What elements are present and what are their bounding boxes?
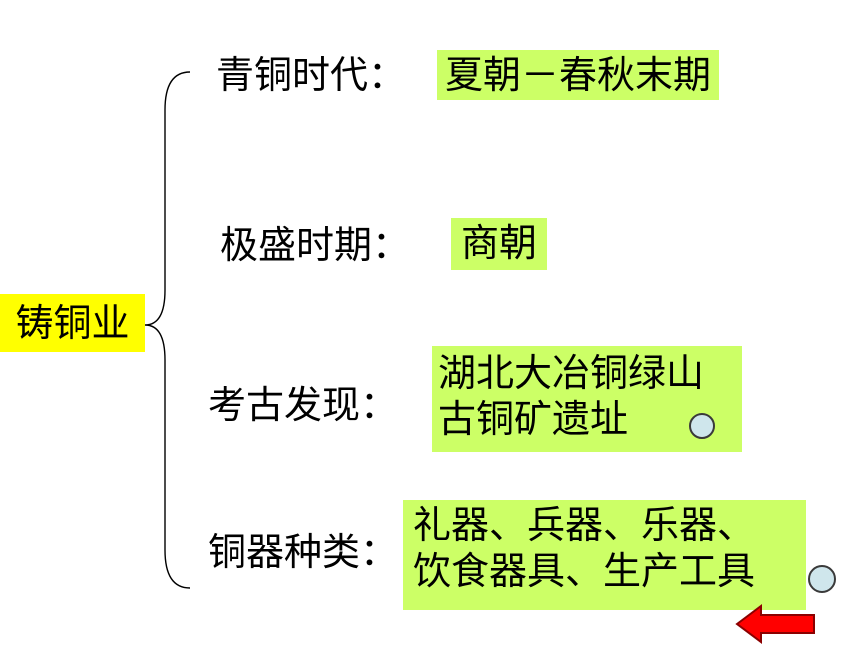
- branch-label-archaeology: 考古发现：: [208, 383, 399, 427]
- branch-label-bronze-types: 铜器种类：: [208, 530, 399, 574]
- branch-label-bronze-age: 青铜时代：: [216, 53, 407, 97]
- value-line: 湖北大冶铜绿山: [438, 351, 705, 395]
- circle-button-icon[interactable]: [808, 565, 836, 593]
- branch-value-bronze-types: 礼器、兵器、乐器、 饮食器具、生产工具: [403, 500, 806, 610]
- branch-value-archaeology: 湖北大冶铜绿山 古铜矿遗址: [432, 346, 742, 452]
- value-line: 商朝: [461, 221, 538, 265]
- branch-label-peak-period: 极盛时期：: [220, 223, 411, 267]
- root-node-label: 铸铜业: [0, 294, 145, 352]
- value-line: 夏朝－春秋末期: [445, 53, 712, 97]
- back-arrow-icon[interactable]: [735, 603, 817, 645]
- value-line: 礼器、兵器、乐器、: [413, 503, 756, 547]
- value-line: 古铜矿遗址: [438, 397, 629, 441]
- curly-brace: [144, 71, 191, 589]
- value-line: 饮食器具、生产工具: [413, 549, 756, 593]
- branch-value-bronze-age: 夏朝－春秋末期: [437, 50, 720, 100]
- circle-button-icon[interactable]: [689, 413, 715, 439]
- branch-value-peak-period: 商朝: [451, 218, 548, 270]
